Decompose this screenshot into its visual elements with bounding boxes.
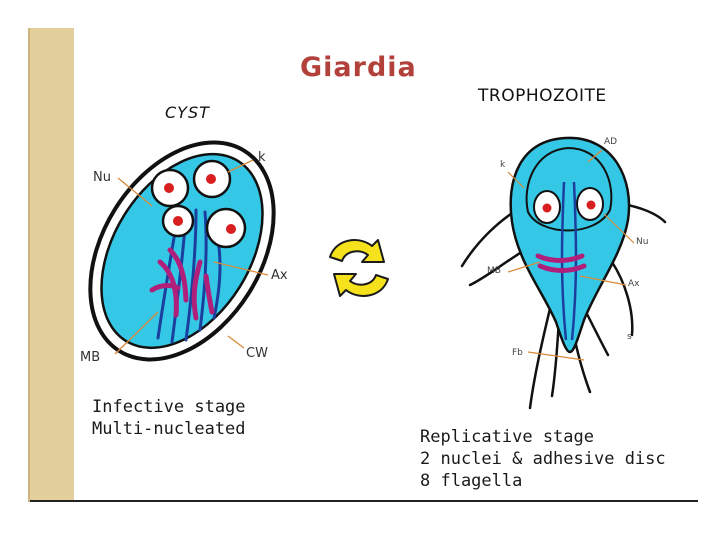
trophozoite-caption-line-3: 8 flagella — [420, 471, 523, 491]
trophozoite-pointer-lines — [507, 149, 635, 361]
diagram-title: Giardia — [300, 52, 417, 83]
cyst-label-ax: Ax — [271, 268, 288, 283]
adhesive-disc — [525, 146, 613, 232]
life-cycle-arrows — [329, 239, 389, 297]
trophozoite-label-k: k — [500, 160, 506, 170]
trophozoite-caption-line-2: 2 nuclei & adhesive disc — [420, 449, 666, 469]
trophozoite-label-nu: Nu — [636, 237, 649, 247]
trophozoite-heading: TROPHOZOITE — [478, 86, 607, 106]
trophozoite-label-ad: AD — [604, 137, 618, 147]
trophozoite-illustration — [460, 136, 667, 410]
decorative-side-bar — [28, 28, 74, 502]
trophozoite-median-bodies — [535, 253, 587, 273]
trophozoite-label-ax: Ax — [628, 279, 640, 289]
cyst-label-mb: MB — [80, 350, 101, 365]
trophozoite-caption-line-1: Replicative stage — [420, 427, 594, 447]
trophozoite-label-s: s — [627, 332, 632, 342]
side-bar-edge — [28, 28, 30, 502]
cyst-caption-line-1: Infective stage — [92, 397, 246, 417]
cyst-heading: CYST — [165, 103, 210, 122]
trophozoite-label-fb: Fb — [512, 348, 523, 358]
cyst-nuclei — [150, 159, 247, 249]
cyst-median-bodies — [149, 247, 215, 321]
trophozoite-label-mb: MB — [487, 266, 501, 276]
cyst-pointer-lines — [114, 159, 269, 355]
cyst-caption-line-2: Multi-nucleated — [92, 419, 246, 439]
trophozoite-body — [509, 136, 631, 354]
cyst-label-nu: Nu — [93, 170, 111, 185]
cyst-label-k: k — [258, 150, 266, 165]
cyst-illustration — [88, 140, 276, 362]
cyst-label-cw: CW — [246, 346, 268, 361]
bottom-divider — [30, 500, 698, 502]
trophozoite-nuclei — [533, 187, 604, 224]
